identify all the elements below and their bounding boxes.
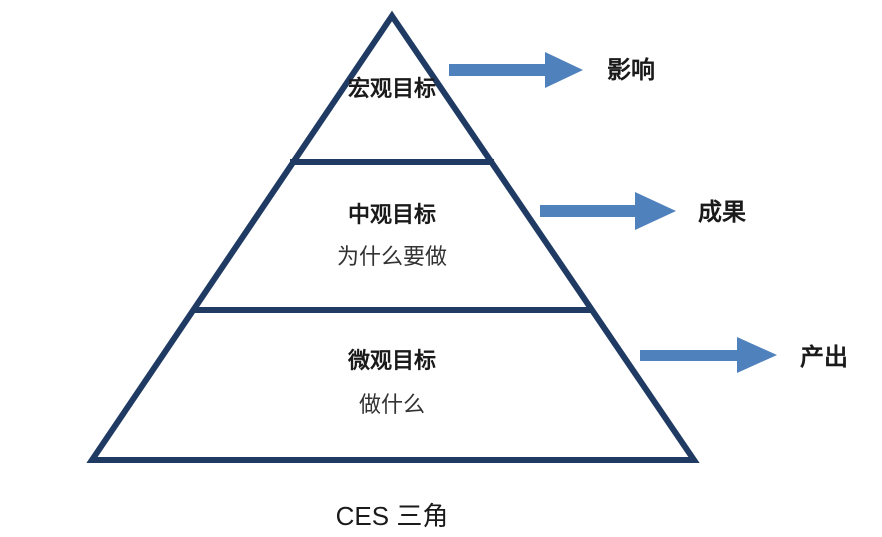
arrow-meso-to-outcome [540,192,676,230]
arrow-micro-to-outcome [640,337,777,373]
outcome-label-macro: 影响 [607,56,655,84]
outcome-label-meso: 成果 [698,198,746,226]
outcome-label-micro: 产出 [800,343,848,371]
tier-title-micro: 微观目标 [347,348,436,374]
pyramid-outline [86,10,700,463]
tier-title-macro: 宏观目标 [348,76,436,102]
diagram-caption: CES 三角 [336,501,449,531]
tier-title-meso: 中观目标 [348,202,436,228]
tier-subtitle-meso: 为什么要做 [337,245,447,270]
arrow-macro-to-outcome [449,52,583,88]
tier-subtitle-micro: 做什么 [359,393,425,418]
